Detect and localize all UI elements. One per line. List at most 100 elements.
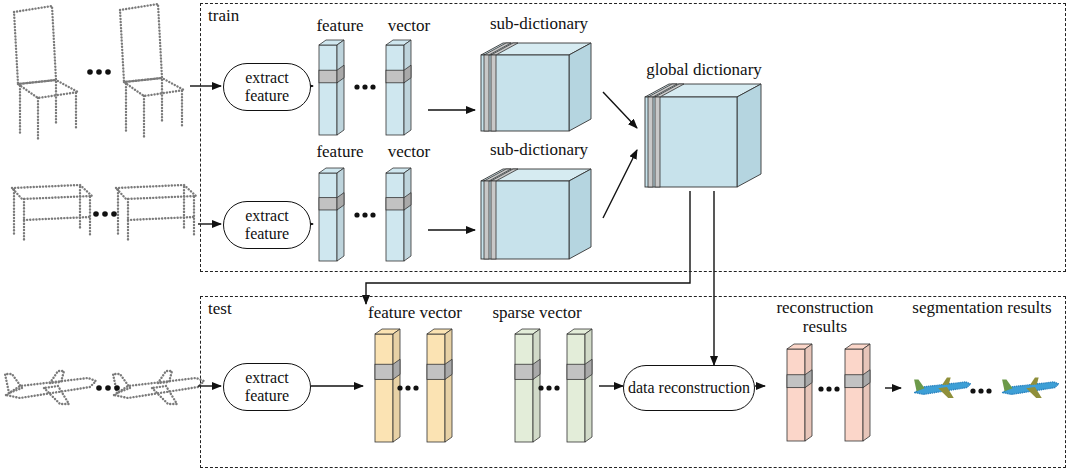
- vector-element: [319, 198, 337, 210]
- ellipsis-dot: [87, 69, 93, 75]
- input-arrow: [190, 85, 221, 86]
- table-point-cloud: [12, 185, 92, 240]
- vector-front: [319, 173, 337, 261]
- dictionary-side: [569, 169, 591, 259]
- vector-side: [533, 329, 540, 442]
- wing: [44, 386, 69, 404]
- block-label: feature: [313, 17, 367, 36]
- vector-element: [515, 364, 533, 379]
- node-illustration: [363, 304, 467, 446]
- ellipsis-dot: [362, 212, 367, 217]
- ellipsis-dot: [405, 385, 410, 390]
- vector-side: [585, 329, 592, 442]
- region-label: train: [208, 7, 239, 26]
- atom-slab: [655, 97, 660, 187]
- ellipsis-dot: [970, 388, 975, 393]
- flow-arrow: [755, 385, 765, 386]
- flow-arrow: [603, 150, 637, 218]
- process-box: extract feature: [223, 63, 311, 111]
- block-label: feature vector: [363, 304, 467, 323]
- vector-element-side: [337, 193, 344, 210]
- vector-shade: [533, 329, 540, 442]
- table-rail: [24, 217, 90, 220]
- vector-front: [427, 334, 445, 442]
- ellipsis-dot: [114, 385, 120, 391]
- vector-side: [404, 40, 411, 135]
- process-box: extract feature: [223, 201, 311, 249]
- node-illustration: [313, 143, 428, 269]
- vector-shade: [404, 40, 411, 135]
- vector-front: [319, 45, 337, 135]
- atom-slab: [491, 181, 496, 259]
- chair-point-cloud: [14, 6, 78, 140]
- dictionary-front: [481, 55, 569, 131]
- chair-point-cloud: [120, 4, 184, 138]
- ellipsis-dot: [362, 84, 367, 89]
- chair-back: [14, 6, 56, 84]
- flow-arrow: [311, 85, 313, 86]
- ellipsis-dot: [834, 386, 839, 391]
- wing-part: [1026, 387, 1042, 398]
- chair-leg: [37, 98, 39, 140]
- vector-element: [386, 198, 404, 210]
- input-arrow: [198, 385, 221, 386]
- vector-element-side: [337, 65, 344, 83]
- vector-element: [319, 70, 337, 83]
- dictionary-front: [645, 97, 737, 187]
- vector-element: [845, 375, 863, 388]
- vector-front: [375, 334, 393, 442]
- node-illustration: [313, 17, 428, 139]
- result-group: segmentation results: [901, 299, 1063, 446]
- tail-part: [914, 379, 925, 391]
- vector-shade: [393, 329, 400, 442]
- box-label: data reconstruction: [628, 379, 750, 397]
- dictionary-block: sub-dictionary: [475, 15, 603, 135]
- block-label: sub-dictionary: [475, 141, 603, 160]
- dictionary-block: global dictionary: [637, 61, 771, 191]
- vector-element: [386, 70, 404, 83]
- region-label: test: [208, 300, 232, 319]
- table-leg: [13, 190, 15, 236]
- flow-arrow: [428, 109, 475, 110]
- atom-slab-top: [491, 169, 518, 181]
- block-label: global dictionary: [637, 61, 771, 80]
- vector-shade: [337, 40, 344, 135]
- ellipsis-dot: [413, 385, 418, 390]
- segmented-airplane: [1002, 378, 1058, 398]
- dictionary-front: [481, 181, 569, 259]
- airplane-point-cloud: [113, 371, 204, 404]
- ellipsis-dot: [105, 385, 111, 391]
- ellipsis-dot: [96, 69, 102, 75]
- vector-front: [567, 334, 585, 442]
- segmented-airplane: [914, 378, 970, 398]
- node-illustration: [475, 141, 603, 263]
- vector-group: feature vector: [363, 304, 467, 446]
- dictionary-block: sub-dictionary: [475, 141, 603, 263]
- vector-shade: [404, 168, 411, 261]
- process-box: extract feature: [223, 363, 311, 411]
- airplane-point-cloud: [5, 371, 96, 404]
- atom-slab: [484, 181, 489, 259]
- ellipsis-dot: [93, 211, 99, 217]
- chair-leg: [75, 93, 77, 130]
- stage-region: test extract feature feature vector sparse …: [200, 296, 1066, 468]
- ellipsis-dot: [354, 84, 359, 89]
- vector-element: [427, 364, 445, 379]
- vector-side: [445, 329, 452, 442]
- flow-arrow: [428, 229, 475, 230]
- chair-seat: [18, 80, 78, 98]
- vector-shade: [445, 329, 452, 442]
- table-leg: [79, 187, 81, 228]
- tail-part: [1002, 379, 1013, 391]
- chair-leg: [55, 82, 57, 124]
- ellipsis-dot: [986, 388, 991, 393]
- flow-arrow: [311, 223, 313, 224]
- ellipsis-dot: [354, 212, 359, 217]
- vector-element-side: [805, 370, 812, 388]
- ellipsis-dot: [370, 212, 375, 217]
- block-label: vector: [383, 17, 435, 36]
- block-label: sparse vector: [475, 304, 599, 323]
- ellipsis-dot: [546, 385, 551, 390]
- vector-shade: [585, 329, 592, 442]
